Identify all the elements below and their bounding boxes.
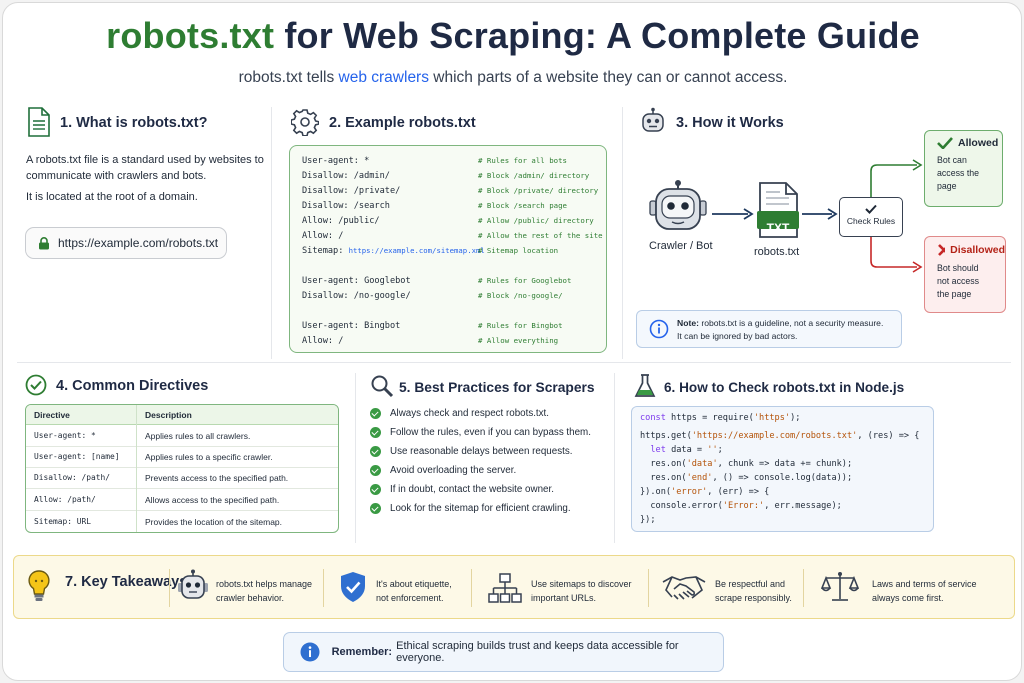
txt-file-icon (757, 182, 799, 238)
divider (17, 362, 1011, 363)
robot-icon (642, 107, 664, 132)
takeaway-text: It's about etiquette,not enforcement. (376, 579, 452, 603)
disallowed-box: Disallowed Bot should not access the pag… (924, 236, 1006, 313)
arrow-right-icon (712, 208, 754, 220)
code-line: Disallow: /admin/# Block /admin/ directo… (302, 171, 590, 181)
section4-title: 4. Common Directives (56, 378, 209, 394)
robots-url-pill[interactable]: https://example.com/robots.txt (25, 227, 227, 259)
section1-para1: A robots.txt file is a standard used by … (26, 154, 264, 182)
table-row: User-agent: *Applies rules to all crawle… (26, 426, 338, 447)
code-line: User-agent: *# Rules for all bots (302, 156, 567, 166)
list-item: Follow the rules, even if you can bypass… (370, 427, 591, 438)
check-rules-box: Check Rules (839, 197, 903, 237)
code-line: Sitemap: https://example.com/sitemap.xml… (302, 246, 559, 256)
code-line: Disallow: /private/# Block /private/ dir… (302, 186, 599, 196)
arrow-right-icon (802, 208, 838, 220)
note-box: Note: robots.txt is a guideline, not a s… (636, 310, 902, 348)
x-icon (938, 244, 946, 256)
section6-title: 6. How to Check robots.txt in Node.js (664, 380, 905, 395)
code-line: User-agent: Googlebot# Rules for Googleb… (302, 276, 572, 286)
web-crawlers-link[interactable]: web crawlers (338, 69, 429, 86)
table-row: Allow: /path/Allows access to the specif… (26, 490, 338, 511)
remember-label: Remember: (331, 646, 393, 658)
check-icon (370, 427, 381, 438)
allowed-title: Allowed (958, 137, 999, 149)
list-item: Use reasonable delays between requests. (370, 446, 572, 457)
table-header: Directive Description (26, 405, 338, 425)
check-icon (370, 484, 381, 495)
section3-title: 3. How it Works (676, 115, 784, 131)
branch-arrows (870, 159, 923, 273)
sitemap-icon (488, 573, 522, 603)
check-circle-icon (25, 374, 47, 396)
list-item: If in doubt, contact the website owner. (370, 484, 554, 495)
code-line: Allow: /public/# Allow /public/ director… (302, 216, 594, 226)
shield-check-icon (341, 572, 365, 602)
file-label: robots.txt (754, 246, 800, 258)
section5-title: 5. Best Practices for Scrapers (399, 380, 595, 395)
robot-icon (178, 569, 208, 599)
flask-icon (634, 374, 656, 397)
table-row: Disallow: /path/Prevents access to the s… (26, 468, 338, 489)
divider (355, 373, 356, 543)
allowed-box: Allowed Bot can access the page (924, 130, 1003, 207)
code-line: Disallow: /no-google/# Block /no-google/ (302, 291, 563, 301)
directives-table: Directive Description User-agent: *Appli… (25, 404, 339, 533)
info-icon (649, 319, 669, 339)
check-icon (370, 408, 381, 419)
handshake-icon (662, 576, 706, 600)
node-code-block: const https = require('https'); https.ge… (631, 406, 934, 532)
check-icon (370, 503, 381, 514)
section2-title: 2. Example robots.txt (329, 115, 476, 131)
section1-title: 1. What is robots.txt? (60, 115, 208, 131)
list-item: Always check and respect robots.txt. (370, 408, 549, 419)
robots-code-block: User-agent: *# Rules for all bots Disall… (289, 145, 607, 353)
divider (614, 373, 615, 543)
section1-para2: It is located at the root of a domain. (26, 191, 198, 203)
list-item: Avoid overloading the server. (370, 465, 516, 476)
check-icon (865, 204, 877, 214)
document-icon (28, 107, 50, 137)
remember-banner: Remember: Ethical scraping builds trust … (283, 632, 724, 672)
code-line: User-agent: Bingbot# Rules for Bingbot (302, 321, 563, 331)
txt-badge: TXT (766, 221, 790, 235)
gear-icon (291, 109, 319, 136)
code-line: Allow: /# Allow the rest of the site (302, 231, 603, 241)
crawler-robot-icon (649, 180, 707, 230)
code-line: Disallow: /search# Block /search page (302, 201, 567, 211)
page-title: robots.txt for Web Scraping: A Complete … (106, 15, 920, 56)
takeaways-title: 7. Key Takeaways (65, 574, 188, 590)
page-subtitle: robots.txt tells web crawlers which part… (238, 69, 788, 86)
scales-icon (821, 572, 859, 601)
magnifier-icon (371, 375, 394, 398)
lock-icon (39, 236, 49, 249)
crawler-label: Crawler / Bot (649, 240, 713, 252)
check-rules-label: Check Rules (846, 216, 896, 226)
check-icon (937, 137, 953, 149)
disallowed-title: Disallowed (950, 244, 1005, 256)
sitemap-link[interactable]: https://example.com/sitemap.xml (348, 246, 485, 255)
divider (271, 107, 272, 359)
note-label: Note: (677, 318, 699, 328)
divider (622, 107, 623, 359)
check-icon (370, 446, 381, 457)
check-icon (370, 465, 381, 476)
remember-text: Ethical scraping builds trust and keeps … (396, 640, 679, 664)
lightbulb-icon (28, 570, 50, 601)
robots-url: https://example.com/robots.txt (58, 236, 219, 250)
table-row: User-agent: [name]Applies rules to a spe… (26, 447, 338, 468)
code-line: Allow: /# Allow everything (302, 336, 559, 346)
list-item: Look for the sitemap for efficient crawl… (370, 503, 571, 514)
info-icon (300, 642, 320, 662)
